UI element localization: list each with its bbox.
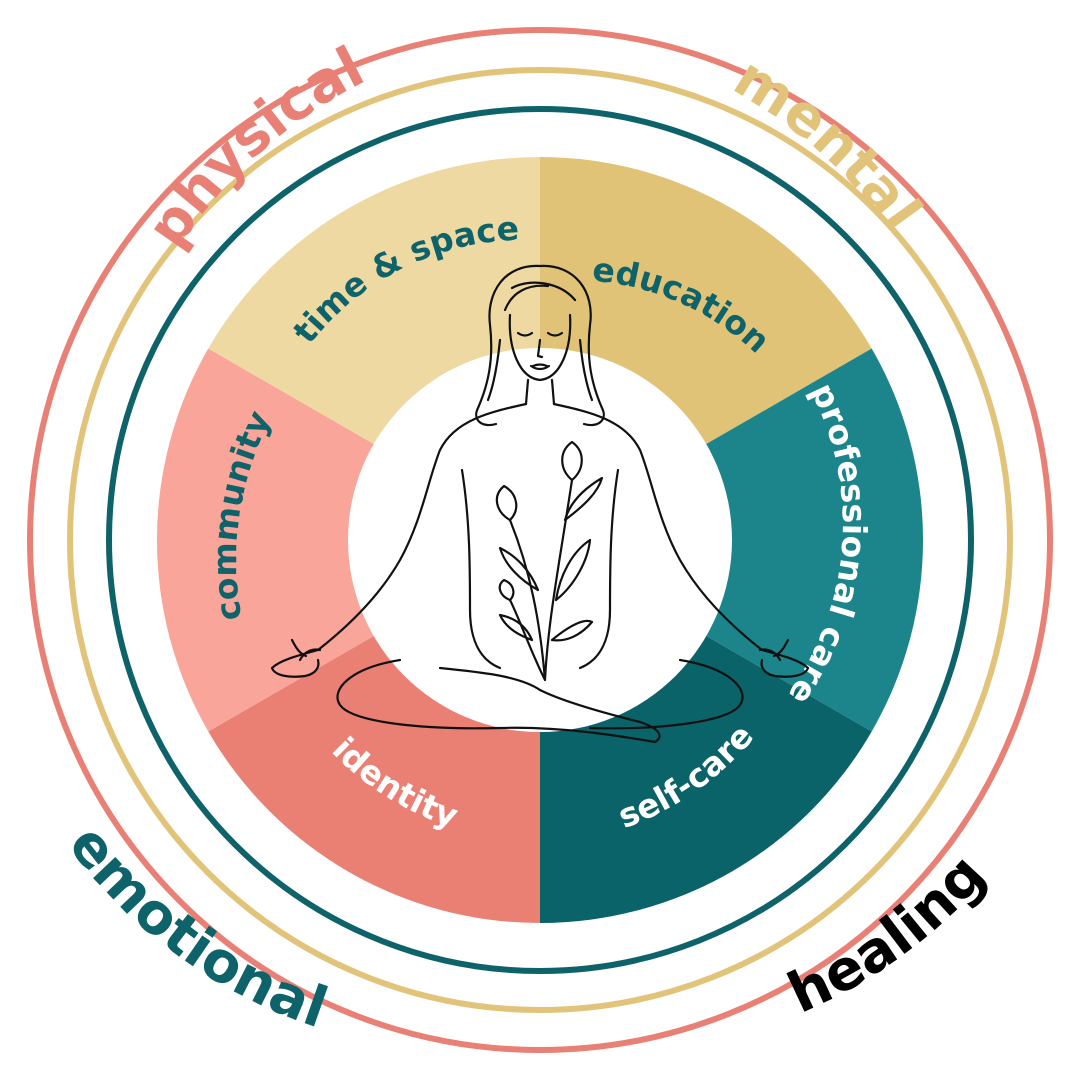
flower-buds — [495, 440, 583, 602]
torso — [460, 468, 620, 670]
word-healing: healing — [779, 842, 998, 1026]
word-emotional: emotional — [56, 813, 335, 1041]
outer-ring — [27, 27, 1053, 1053]
center-hub — [348, 348, 732, 732]
crossed-legs — [336, 658, 744, 744]
hair-strands — [486, 281, 594, 402]
shoulders-and-arms — [316, 402, 764, 652]
nose — [536, 338, 544, 359]
word-mental: mental — [723, 45, 934, 243]
closed-eyes — [516, 331, 564, 337]
neck — [524, 378, 556, 406]
word-healing-text: healing — [779, 842, 998, 1026]
face-outline — [508, 313, 572, 382]
right-hand — [758, 638, 810, 678]
meditating-woman-illustration — [270, 264, 810, 744]
hair-outline — [475, 264, 605, 427]
flower-stems — [508, 478, 574, 682]
flower-leaves — [498, 476, 604, 642]
lap-line — [438, 666, 542, 692]
word-mental-text: mental — [723, 45, 934, 243]
left-hand — [270, 638, 322, 678]
lips — [529, 363, 551, 371]
middle-ring — [67, 67, 1013, 1013]
inner-ring — [106, 106, 974, 974]
word-emotional-text: emotional — [56, 813, 335, 1041]
